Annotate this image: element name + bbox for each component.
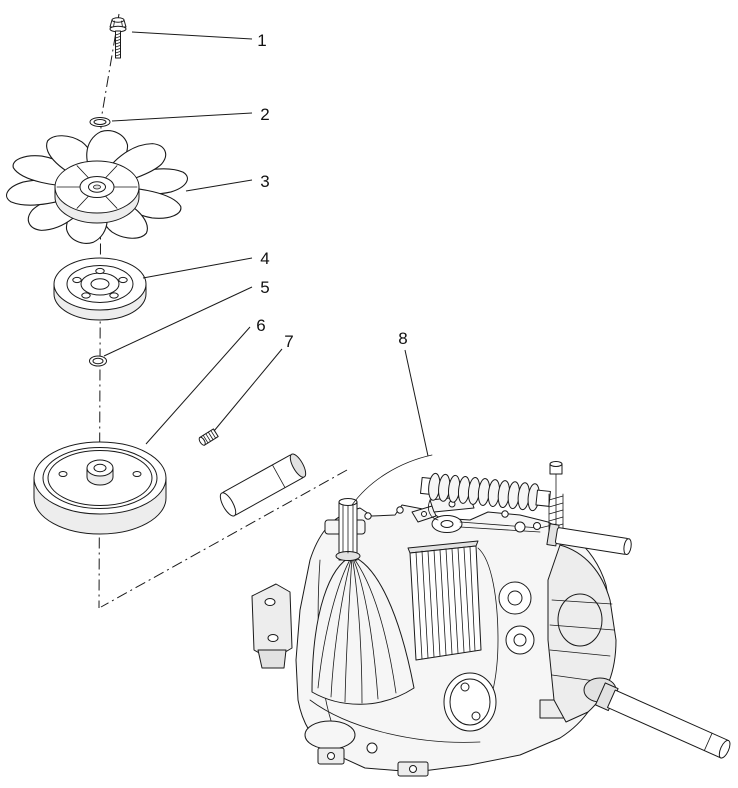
transaxle-control-rod [351,454,433,506]
transaxle-input-shaft [335,498,361,561]
hub-bore [90,278,110,290]
transaxle-mounting-feet [317,747,429,777]
leader-line-6 [145,326,251,445]
transaxle-bellows-hose [428,499,439,521]
part-washer [89,117,111,127]
leader-line-2 [111,112,253,122]
transaxle-axle-shaft [595,682,731,759]
callout-label-8: 8 [398,329,407,348]
leader-line-3 [185,179,253,192]
callouts: 1 2 3 4 5 6 7 8 [256,31,407,351]
leader-line-8 [404,349,429,457]
leader-line-1 [131,31,253,40]
transaxle-input-stub-shaft [219,453,307,517]
leader-line-5 [103,286,253,357]
callout-label-3: 3 [260,172,269,191]
leader-lines [103,31,429,457]
transaxle-mounting-bracket [251,583,293,669]
transaxle-right-shaft [546,523,632,556]
leader-line-7 [213,348,283,432]
callout-label-1: 1 [257,31,266,50]
fan-hub [54,160,140,224]
leader-line-4 [142,257,253,279]
callout-label-4: 4 [260,249,269,268]
transaxle-flange-plate [443,672,497,732]
part-oring [89,355,107,367]
callout-label-6: 6 [256,316,265,335]
part-fan [7,128,188,246]
part-pulley [33,441,167,535]
pulley-bore [93,463,107,473]
part-screw [109,17,127,59]
transaxle-bellows-boot [420,472,551,512]
part-set-screw [198,428,219,446]
part-transaxle [219,453,731,777]
callout-label-5: 5 [260,278,269,297]
transaxle-ribbed-dome [311,555,415,705]
transaxle-cooling-fins [407,540,482,661]
centerline-diagonal [100,469,348,608]
part-fan-hub-spacer [53,257,147,321]
callout-label-7: 7 [284,332,293,351]
callout-label-2: 2 [260,105,269,124]
